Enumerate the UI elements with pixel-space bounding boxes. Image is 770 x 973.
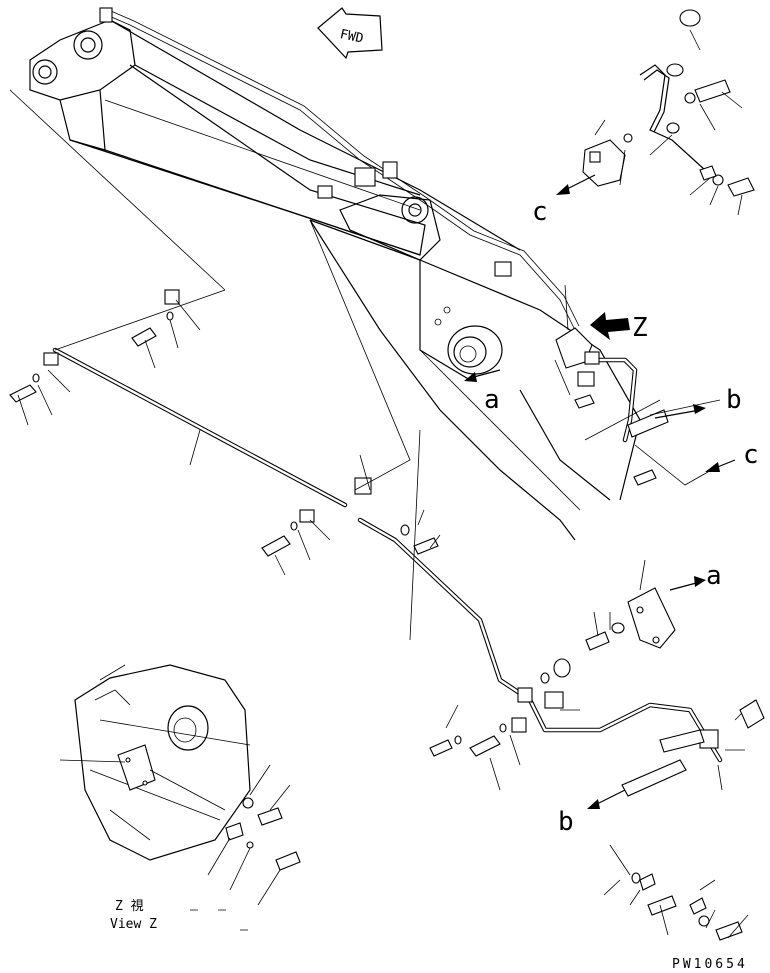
right-middle-parts bbox=[464, 284, 736, 486]
lower-pipe-assembly bbox=[357, 429, 723, 791]
c-upper-label: c bbox=[532, 197, 548, 227]
c-right-label: c bbox=[743, 440, 759, 470]
right-lower-parts bbox=[585, 559, 765, 941]
right-upper-parts bbox=[556, 9, 755, 216]
fwd-arrow bbox=[317, 7, 383, 60]
drawing-number: PW10654 bbox=[672, 957, 748, 972]
fwd-label: FWD bbox=[339, 27, 365, 47]
labels: FWD Z a b c c a b Z 視 View Z PW10654 bbox=[110, 27, 759, 972]
left-pipe-assembly bbox=[9, 89, 441, 576]
arm-structure bbox=[29, 7, 641, 541]
z-arrow-label: Z bbox=[632, 313, 648, 343]
a-upper-label: a bbox=[484, 385, 500, 415]
view-z-jp-label: Z 視 bbox=[115, 899, 144, 914]
view-z-inset bbox=[59, 664, 301, 931]
b-lower-label: b bbox=[558, 807, 574, 837]
b-right-label: b bbox=[726, 385, 742, 415]
view-z-en-label: View Z bbox=[110, 917, 157, 932]
a-lower-label: a bbox=[706, 561, 722, 591]
